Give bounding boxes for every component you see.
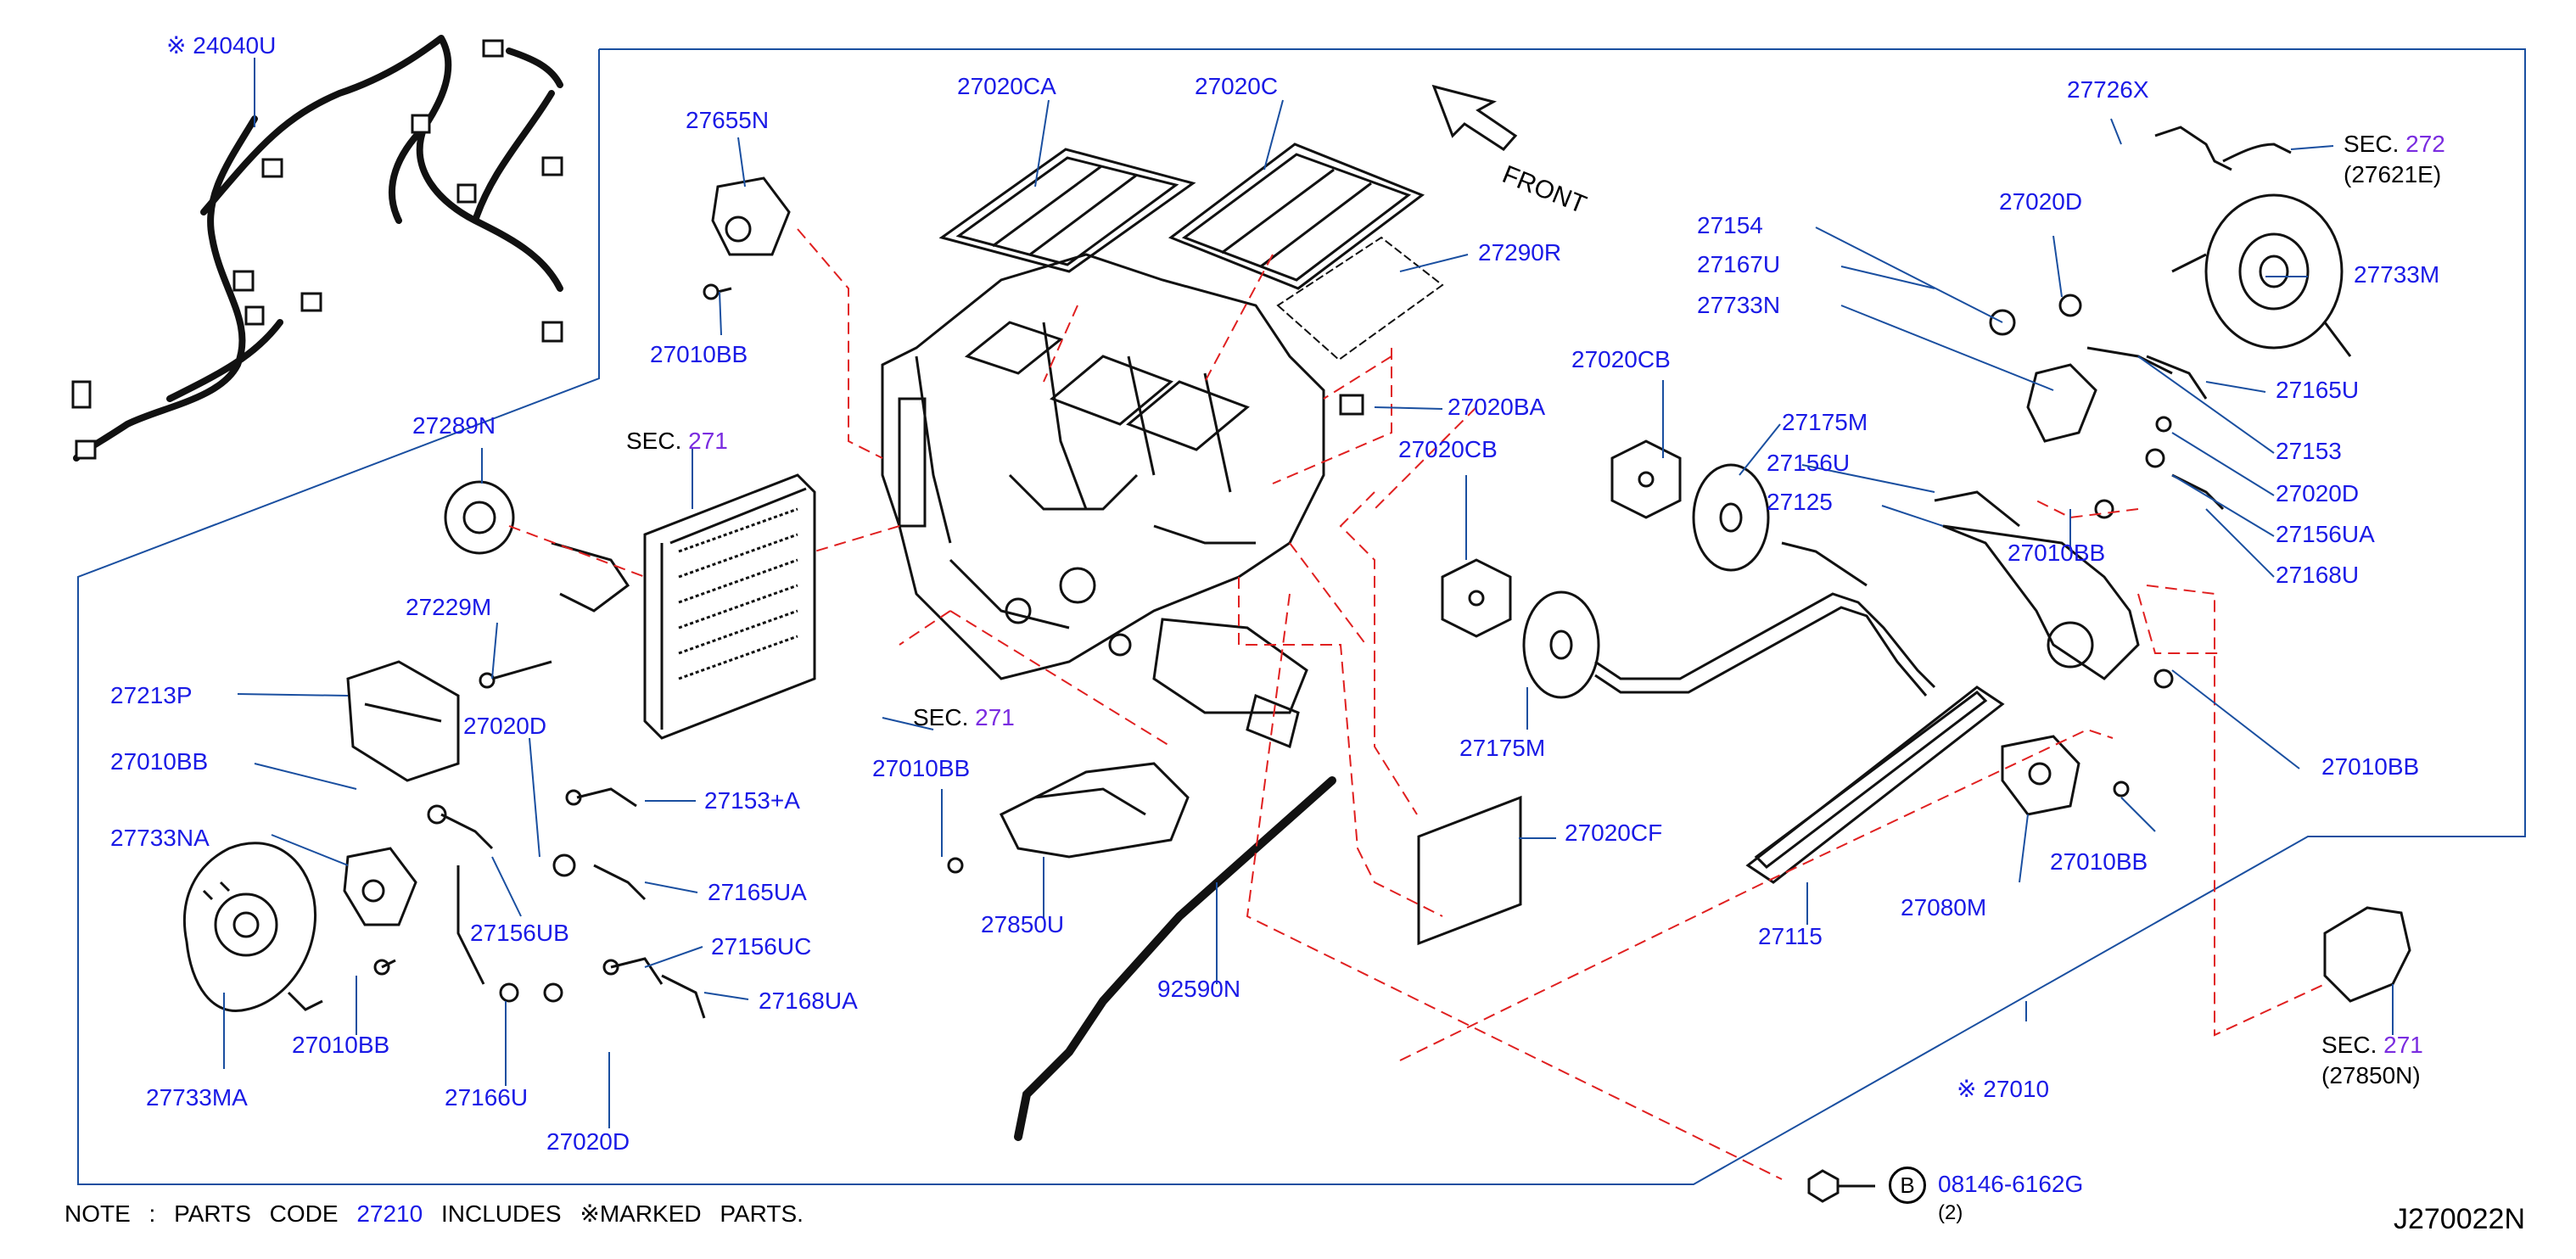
label-27167U: 27167U	[1697, 251, 1781, 277]
label-27020D-d: 27020D	[2276, 480, 2360, 506]
bolt-marker-b: B	[1889, 1167, 1926, 1204]
assembly-boundary	[77, 48, 2526, 1185]
drain-hose-92590N-drawing	[1014, 776, 1336, 1141]
label-27733MA: 27733MA	[146, 1084, 248, 1111]
label-27080M: 27080M	[1901, 894, 1987, 920]
label-27165UA: 27165UA	[708, 879, 807, 905]
label-27154: 27154	[1697, 212, 1763, 238]
section-271-top: SEC. 271	[626, 428, 728, 454]
duct-27850N-drawing	[2323, 906, 2411, 1003]
label-92590N: 92590N	[1157, 976, 1241, 1002]
label-27726X: 27726X	[2067, 76, 2149, 103]
leader-lines	[223, 58, 2394, 1128]
label-24040U: ※ 24040U	[166, 32, 277, 59]
label-27733M: 27733M	[2354, 261, 2440, 288]
label-27125: 27125	[1767, 489, 1833, 515]
label-27655N: 27655N	[686, 107, 770, 133]
label-27020BA: 27020BA	[1448, 394, 1546, 420]
actuator-27733NA-drawing	[343, 847, 417, 926]
label-27156UC: 27156UC	[711, 933, 812, 960]
assembly-guide-lines	[508, 228, 2326, 1180]
label-27168UA: 27168UA	[759, 988, 858, 1014]
label-27156UA: 27156UA	[2276, 521, 2375, 547]
label-27010BB-b: 27010BB	[110, 748, 209, 775]
label-27010: ※ 27010	[1957, 1076, 2050, 1102]
link-parts-left-drawing	[373, 787, 706, 1019]
front-arrow-icon	[1431, 84, 1518, 151]
label-27733NA: 27733NA	[110, 825, 210, 851]
section-271-bottom-right-sub: (27850N)	[2321, 1062, 2421, 1088]
label-bolt-qty: (2)	[1938, 1201, 1963, 1224]
label-27213P: 27213P	[110, 682, 193, 708]
filter-27020CA-drawing	[938, 148, 1196, 273]
label-27153A: 27153+A	[704, 787, 800, 814]
label-27020D-c: 27020D	[1999, 188, 2083, 215]
label-27850U: 27850U	[981, 911, 1065, 937]
figure-id: J270022N	[2393, 1203, 2525, 1235]
evaporator-drawing	[444, 473, 816, 740]
section-272-sub: (27621E)	[2344, 161, 2442, 187]
section-271-bottom-right: SEC. 271	[2321, 1032, 2423, 1058]
label-27020CF: 27020CF	[1565, 820, 1663, 846]
label-27020CB-b: 27020CB	[1398, 436, 1498, 462]
label-27229M: 27229M	[406, 594, 492, 620]
label-27166U: 27166U	[445, 1084, 529, 1111]
heater-pipes-27115-drawing	[1594, 541, 2005, 884]
label-27010BB-f: 27010BB	[2321, 753, 2420, 780]
label-27020D-b: 27020D	[546, 1128, 630, 1155]
label-27115: 27115	[1758, 923, 1823, 949]
actuator-27655N-drawing	[703, 176, 791, 300]
section-271-mid: SEC. 271	[913, 704, 1015, 730]
label-27175M-b: 27175M	[1459, 735, 1546, 761]
label-27020CB-a: 27020CB	[1571, 346, 1671, 372]
label-27010BB-g: 27010BB	[2050, 848, 2148, 875]
bolt-icon	[1807, 1169, 1875, 1203]
case-27213P-drawing	[346, 660, 460, 782]
label-27156U: 27156U	[1767, 450, 1851, 476]
hvac-housing-drawing	[881, 253, 1364, 749]
duct-27850U-drawing	[947, 762, 1190, 874]
actuator-27080M-drawing	[2001, 735, 2130, 816]
label-27165U: 27165U	[2276, 377, 2360, 403]
label-27168U: 27168U	[2276, 562, 2360, 588]
right-top-parts-drawing	[1934, 126, 2352, 689]
label-27175M-a: 27175M	[1782, 409, 1868, 435]
section-272: SEC. 272	[2344, 131, 2445, 157]
label-27010BB-a: 27010BB	[650, 341, 748, 367]
disc-parts-drawing	[1417, 439, 1770, 946]
label-27020D-a: 27020D	[463, 713, 547, 739]
label-27020C: 27020C	[1195, 73, 1279, 99]
label-27733N: 27733N	[1697, 292, 1781, 318]
parts-note: NOTE : PARTS CODE 27210 INCLUDES ※MARKED…	[64, 1200, 804, 1227]
label-27010BB-d: 27010BB	[872, 755, 971, 781]
label-08146-6162G: 08146-6162G	[1938, 1171, 2084, 1197]
blower-27733MA-drawing	[182, 842, 323, 1012]
filter-27020C-drawing	[1168, 143, 1425, 290]
seal-27290R-drawing	[1276, 236, 1444, 361]
label-27153: 27153	[2276, 438, 2342, 464]
label-27020CA: 27020CA	[957, 73, 1056, 99]
label-27010BB-e: 27010BB	[2008, 540, 2106, 566]
label-27010BB-c: 27010BB	[292, 1032, 390, 1058]
label-27290R: 27290R	[1478, 239, 1562, 266]
label-27156UB: 27156UB	[470, 920, 569, 946]
wiring-harness-drawing	[73, 35, 563, 462]
label-27289N: 27289N	[412, 412, 496, 439]
harness-connectors	[71, 39, 563, 460]
